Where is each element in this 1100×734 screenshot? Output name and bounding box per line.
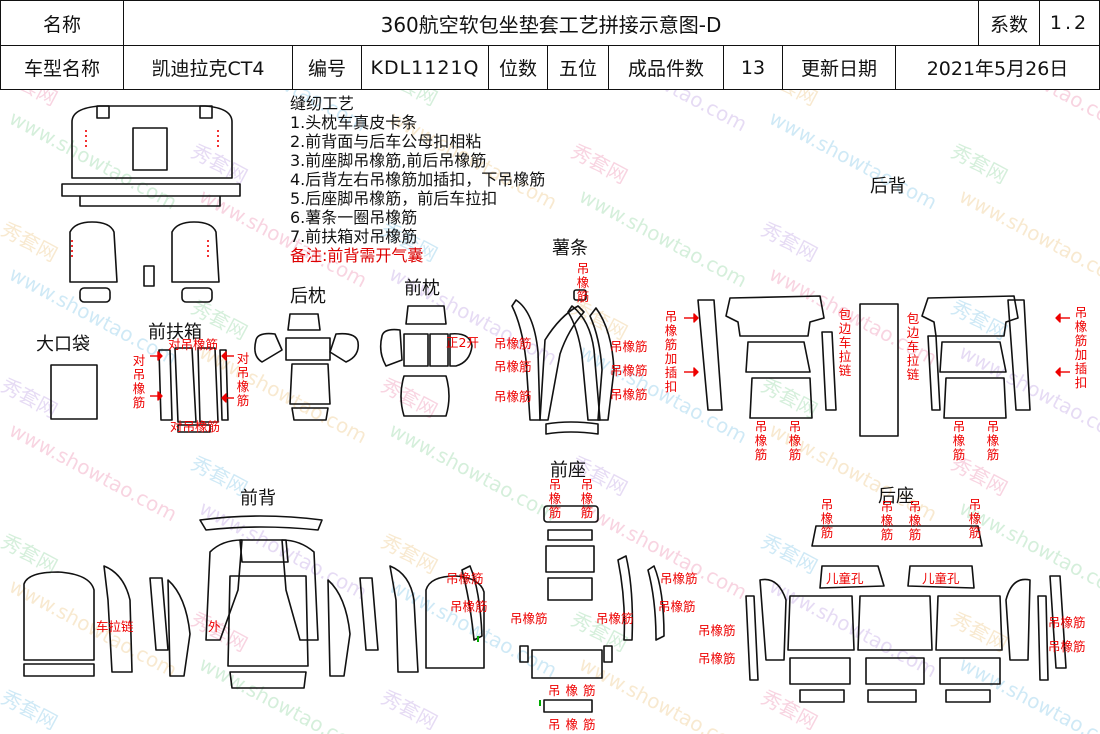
- note-item: 3.前座脚吊橡筋,前后吊橡筋: [290, 151, 487, 170]
- armrest-pair-elastic-top: 对吊橡筋: [168, 337, 219, 352]
- front-seat-elastic-r2: 吊橡筋: [658, 599, 696, 614]
- front-seat-elastic-l1: 吊橡筋: [446, 571, 484, 586]
- armrest-pair-elastic-bottom: 对吊橡筋: [170, 419, 221, 434]
- rear-seat-elastic-l2: 吊橡筋: [698, 651, 736, 666]
- note-item: 4.后背左右吊橡筋加插扣，下吊橡筋: [290, 170, 546, 189]
- big-pocket-panel: [50, 364, 98, 420]
- label-rear-seat: 后座: [878, 486, 914, 507]
- notes-title: 缝纫工艺: [290, 94, 355, 113]
- rear-back-elastic-b3: 吊橡筋: [952, 419, 966, 462]
- elastic-arrows: [150, 313, 1070, 403]
- label-rear-back: 后背: [870, 176, 906, 197]
- front-headrest-open: 正2开: [446, 335, 479, 350]
- front-back-outer: 外: [208, 619, 221, 634]
- seats-value: 五位: [547, 45, 609, 90]
- label-front-back: 前背: [240, 488, 276, 509]
- fries-elastic-l2: 吊橡筋: [494, 359, 532, 374]
- rear-back-edge-zipper-left: 包边车拉链: [838, 307, 852, 378]
- armrest-pair-elastic-right: 对吊橡筋: [236, 351, 250, 408]
- rear-seat-elastic-r1: 吊橡筋: [1048, 615, 1086, 630]
- rear-headrest-pieces: [254, 313, 360, 421]
- front-seat-elastic-t2: 吊橡筋: [580, 477, 594, 520]
- note-item: 2.前背面与后车公母扣相粘: [290, 132, 482, 151]
- pattern-diagram: [23, 105, 1070, 713]
- seats-label: 位数: [488, 45, 548, 90]
- front-seat-elastic-r1: 吊橡筋: [660, 571, 698, 586]
- fries-elastic-r2: 吊橡筋: [610, 363, 648, 378]
- front-seat-elastic-b2: 吊橡筋: [548, 717, 601, 732]
- note-item: 7.前扶箱对吊橡筋: [290, 227, 418, 246]
- rear-back-edge-zipper-right: 包边车拉链: [906, 311, 920, 382]
- rear-back-elastic-b4: 吊橡筋: [986, 419, 1000, 462]
- title-block: 名称 360航空软包坐垫套工艺拼接示意图-D 系数 1.2 车型名称 凯迪拉克C…: [0, 0, 1100, 90]
- rear-seat-elastic-t1: 吊橡筋: [820, 497, 834, 540]
- car-overview-sketch: [61, 105, 241, 303]
- rear-back-elastic-clip-left: 吊橡筋加插扣: [664, 309, 678, 394]
- page-title: 360航空软包坐垫套工艺拼接示意图-D: [123, 0, 979, 46]
- label-big-pocket: 大口袋: [36, 334, 90, 355]
- rear-seat-elastic-t4: 吊橡筋: [968, 497, 982, 540]
- code-label: 编号: [292, 45, 362, 90]
- fries-elastic-r1: 吊橡筋: [610, 339, 648, 354]
- pieces-label: 成品件数: [608, 45, 724, 90]
- fries-elastic-r3: 吊橡筋: [610, 387, 648, 402]
- sewing-notes: 缝纫工艺 1.头枕车真皮卡条 2.前背面与后车公母扣相粘 3.前座脚吊橡筋,前后…: [290, 94, 545, 265]
- front-seat-elastic-l2: 吊橡筋: [450, 599, 488, 614]
- label-front-headrest: 前枕: [404, 278, 440, 299]
- rear-seat-elastic-t2: 吊橡筋: [880, 499, 894, 542]
- note-item: 6.薯条一圈吊橡筋: [290, 208, 418, 227]
- name-label: 名称: [0, 0, 124, 46]
- front-headrest-pieces: [379, 305, 473, 417]
- front-seat-elastic-b1: 吊橡筋: [548, 683, 601, 698]
- fries-elastic-top: 吊橡筋: [576, 261, 590, 304]
- note-item: 1.头枕车真皮卡条: [290, 113, 418, 132]
- code-value: KDL1121Q: [361, 45, 489, 90]
- front-back-pieces: [23, 515, 485, 689]
- fries-elastic-l1: 吊橡筋: [494, 336, 532, 351]
- coef-label: 系数: [978, 0, 1040, 46]
- rear-back-elastic-b1: 吊橡筋: [754, 419, 768, 462]
- coef-value: 1.2: [1039, 0, 1100, 46]
- front-seat-elastic-m1: 吊橡筋: [510, 611, 548, 626]
- rear-back-elastic-b2: 吊橡筋: [788, 419, 802, 462]
- update-value: 2021年5月26日: [895, 45, 1100, 90]
- armrest-pair-elastic-left: 对吊橡筋: [132, 353, 146, 410]
- front-seat-pieces: [461, 505, 665, 713]
- fries-elastic-l3: 吊橡筋: [494, 389, 532, 404]
- notes-remark: 备注:前背需开气囊: [290, 246, 424, 265]
- rear-seat-elastic-r2: 吊橡筋: [1048, 639, 1086, 654]
- label-fries: 薯条: [552, 238, 588, 259]
- rear-seat-elastic-l1: 吊橡筋: [698, 623, 736, 638]
- rear-back-elastic-clip-right: 吊橡筋加插扣: [1074, 305, 1088, 390]
- update-label: 更新日期: [782, 45, 896, 90]
- front-seat-elastic-m2: 吊橡筋: [596, 611, 634, 626]
- rear-seat-child-hole-right: 儿童孔: [922, 571, 960, 586]
- label-rear-headrest: 后枕: [290, 286, 326, 307]
- rear-back-pieces: [697, 295, 1031, 437]
- model-value: 凯迪拉克CT4: [123, 45, 293, 90]
- front-back-zipper: 车拉链: [96, 619, 134, 634]
- model-label: 车型名称: [0, 45, 124, 90]
- label-front-seat: 前座: [550, 460, 586, 481]
- note-item: 5.后座脚吊橡筋，前后车拉扣: [290, 189, 498, 208]
- rear-seat-child-hole-left: 儿童孔: [826, 571, 864, 586]
- rear-seat-elastic-t3: 吊橡筋: [908, 499, 922, 542]
- fries-strip-pieces: [511, 289, 615, 435]
- front-seat-elastic-t1: 吊橡筋: [548, 477, 562, 520]
- rear-seat-pieces: [745, 525, 1067, 703]
- pieces-value: 13: [723, 45, 783, 90]
- label-armrest: 前扶箱: [148, 322, 202, 343]
